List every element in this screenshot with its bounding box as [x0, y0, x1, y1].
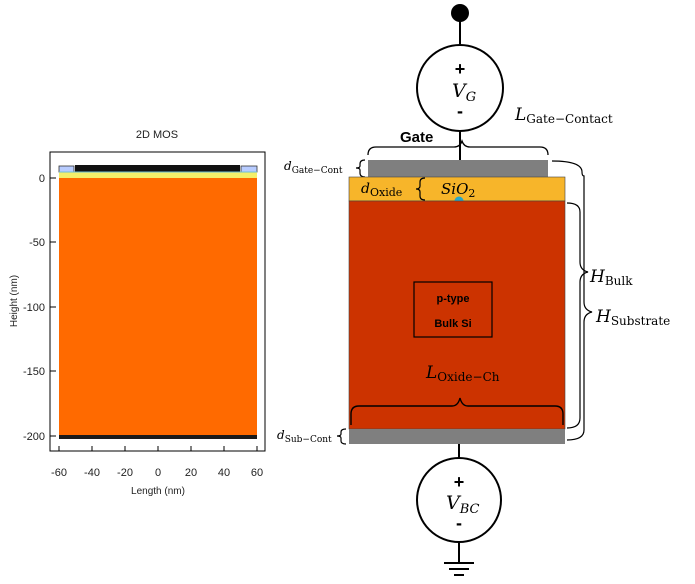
l-gate-contact-label: LGate−Contact	[514, 105, 613, 126]
h-substrate-brace	[551, 160, 593, 441]
vg-minus: -	[457, 101, 463, 121]
bulk-type-label: p-type	[437, 293, 470, 305]
x-tick-label: -60	[51, 467, 67, 479]
gate-contact	[368, 160, 548, 177]
plot-oxide-region	[59, 172, 257, 178]
vg-plus: +	[455, 59, 466, 79]
plot-oxide-edge-right	[240, 165, 258, 173]
x-tick-label: 40	[218, 467, 230, 479]
x-tick-label: -40	[84, 467, 100, 479]
y-tick-label: -200	[23, 431, 45, 443]
plot-x-axis	[58, 446, 258, 451]
h-bulk-label: HBulk	[589, 267, 633, 288]
y-tick-label: -100	[23, 302, 45, 314]
bulk-label-box	[413, 281, 493, 338]
plot-gate-contact	[75, 165, 240, 172]
d-gate-cont-label: dGate−Cont	[284, 159, 343, 176]
plot-substrate-contact	[59, 435, 257, 439]
d-gate-cont-brace	[355, 159, 366, 178]
vbc-plus: +	[454, 472, 465, 492]
oxide-ch-brace	[350, 397, 564, 425]
h-substrate-label: HSubstrate	[595, 307, 670, 328]
x-axis-label: Length (nm)	[131, 486, 185, 497]
y-axis-label: Height (nm)	[9, 275, 20, 327]
d-oxide-label: dOxide	[361, 181, 402, 199]
h-bulk-brace	[566, 202, 589, 429]
substrate-contact	[349, 429, 565, 444]
ground-icon	[444, 562, 474, 576]
l-oxide-ch-label: LOxide−Ch	[425, 363, 500, 384]
bulk-region	[348, 200, 566, 430]
vg-label: VG	[452, 80, 476, 105]
y-tick-label: -50	[29, 237, 45, 249]
x-tick-label: 0	[155, 467, 161, 479]
vbc-label: VBC	[446, 492, 480, 517]
x-tick-label: 60	[251, 467, 263, 479]
plot-y-axis	[50, 177, 56, 437]
d-sub-cont-brace	[336, 428, 347, 445]
bulk-material-label: Bulk Si	[434, 318, 471, 330]
sio2-label: SiO2	[441, 180, 475, 200]
gate-contact-brace	[367, 138, 549, 156]
y-tick-label: -150	[23, 366, 45, 378]
gate-label: Gate	[400, 129, 433, 146]
plot-title: 2D MOS	[136, 129, 178, 141]
y-tick-label: 0	[39, 173, 45, 185]
x-tick-label: 20	[185, 467, 197, 479]
plot-substrate-region	[59, 177, 257, 437]
d-sub-cont-label: dSub−Cont	[277, 428, 332, 445]
d-oxide-brace	[415, 177, 426, 201]
plot-oxide-edge-left	[58, 165, 75, 173]
x-tick-label: -20	[117, 467, 133, 479]
mos-schematic: + VG - Gate LGate−Contact dGate−Cont dOx…	[277, 4, 670, 576]
mos-plot: 2D MOS 0 -50 -100 -150 -200	[9, 129, 266, 497]
vbc-minus: -	[456, 513, 462, 533]
